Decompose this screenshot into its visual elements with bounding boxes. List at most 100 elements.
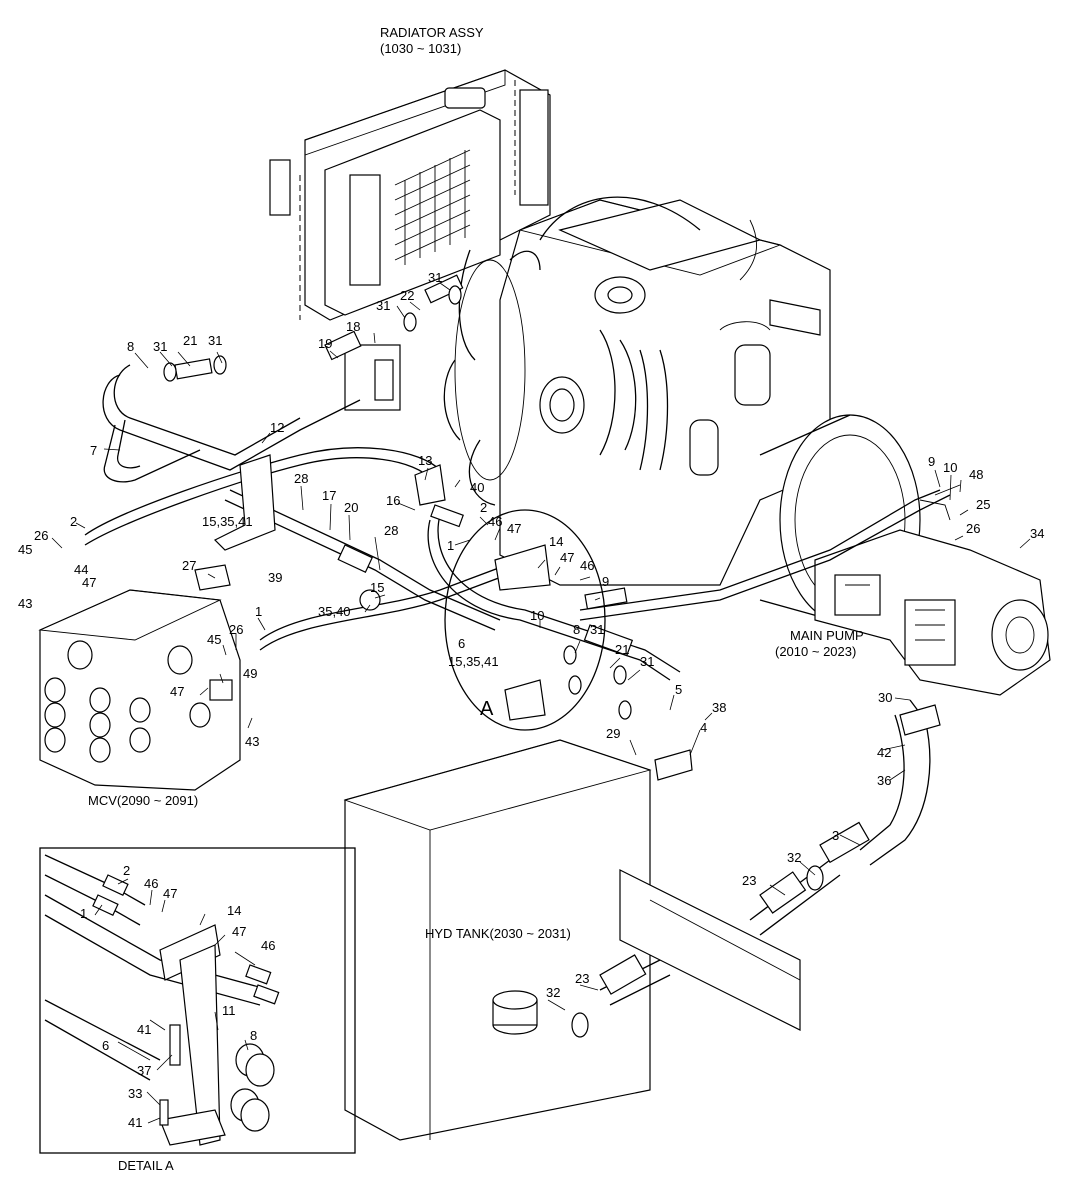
callout-31: 31 (208, 333, 222, 348)
callout-31: 31 (428, 270, 442, 285)
callout-17: 17 (322, 488, 336, 503)
main-pump-range: (2010 ~ 2023) (775, 644, 856, 659)
hydraulic-tank (343, 739, 801, 1141)
callout-36: 36 (877, 773, 891, 788)
callout-7: 7 (90, 443, 97, 458)
main-pump-title: MAIN PUMP (790, 628, 864, 643)
detail-callout-8: 8 (250, 1028, 257, 1043)
callout-1: 1 (447, 538, 454, 553)
callout-47: 47 (560, 550, 574, 565)
main-control-valve (38, 589, 241, 791)
callout-46: 46 (580, 558, 594, 573)
detail-callout-41: 41 (128, 1115, 142, 1130)
pipes-and-hoses (84, 274, 961, 1038)
main-pump (814, 529, 1051, 696)
callout-34: 34 (1030, 526, 1044, 541)
callout-49: 49 (243, 666, 257, 681)
detail-callout-46: 46 (144, 876, 158, 891)
callout-27: 27 (182, 558, 196, 573)
callout-47: 47 (170, 684, 184, 699)
detail-callout-47: 47 (232, 924, 246, 939)
detail-callout-14: 14 (227, 903, 241, 918)
captions: RADIATOR ASSY (1030 ~ 1031) MAIN PUMP (2… (88, 25, 864, 1173)
callout-15-35-41: 15,35,41 (202, 514, 253, 529)
callout-26: 26 (966, 521, 980, 536)
radiator-assembly (269, 69, 551, 411)
callout-43: 43 (18, 596, 32, 611)
detail-a-title: DETAIL A (118, 1158, 174, 1173)
callout-48: 48 (969, 467, 983, 482)
detail-a-inset (39, 847, 356, 1154)
callout-42: 42 (877, 745, 891, 760)
callout-8: 8 (127, 339, 134, 354)
callout-44: 44 (74, 562, 88, 577)
callout-15-35-41: 15,35,41 (448, 654, 499, 669)
callout-32: 32 (787, 850, 801, 865)
callout-38: 38 (712, 700, 726, 715)
callout-23: 23 (742, 873, 756, 888)
hyd-tank-caption: HYD TANK(2030 ~ 2031) (425, 926, 571, 941)
callout-21: 21 (183, 333, 197, 348)
callout-26: 26 (229, 622, 243, 637)
callout-3: 3 (832, 828, 839, 843)
callout-10: 10 (530, 608, 544, 623)
callout-31: 31 (640, 654, 654, 669)
callout-numbers: 8 31 21 31 19 18 31 22 31 7 12 13 40 16 … (18, 270, 1044, 1130)
callout-47: 47 (507, 521, 521, 536)
radiator-title: RADIATOR ASSY (380, 25, 484, 40)
callout-19: 19 (318, 336, 332, 351)
callout-39: 39 (268, 570, 282, 585)
callout-31: 31 (153, 339, 167, 354)
callout-12: 12 (270, 420, 284, 435)
callout-47: 47 (82, 575, 96, 590)
callout-2: 2 (70, 514, 77, 529)
detail-callout-47: 47 (163, 886, 177, 901)
callout-15: 15 (370, 580, 384, 595)
callout-10: 10 (943, 460, 957, 475)
callout-4: 4 (700, 720, 707, 735)
callout-18: 18 (346, 319, 360, 334)
callout-9: 9 (602, 574, 609, 589)
callout-29: 29 (606, 726, 620, 741)
callout-35-40: 35,40 (318, 604, 351, 619)
callout-40: 40 (470, 480, 484, 495)
detail-callout-1: 1 (80, 906, 87, 921)
callout-28: 28 (294, 471, 308, 486)
callout-14: 14 (549, 534, 563, 549)
callout-28: 28 (384, 523, 398, 538)
callout-9: 9 (928, 454, 935, 469)
detail-callout-2: 2 (123, 863, 130, 878)
callout-32: 32 (546, 985, 560, 1000)
mcv-caption: MCV(2090 ~ 2091) (88, 793, 198, 808)
detail-a-tag: A (480, 698, 494, 720)
leader-lines (51, 282, 1031, 1124)
callout-21: 21 (615, 642, 629, 657)
callout-22: 22 (400, 288, 414, 303)
callout-26: 26 (34, 528, 48, 543)
callout-5: 5 (675, 682, 682, 697)
callout-25: 25 (976, 497, 990, 512)
callout-31: 31 (376, 298, 390, 313)
detail-a-marker-circle (444, 509, 606, 731)
detail-callout-6: 6 (102, 1038, 109, 1053)
callout-30: 30 (878, 690, 892, 705)
callout-45: 45 (207, 632, 221, 647)
callout-6: 6 (458, 636, 465, 651)
callout-1: 1 (255, 604, 262, 619)
detail-callout-33: 33 (128, 1086, 142, 1101)
detail-callout-41: 41 (137, 1022, 151, 1037)
callout-20: 20 (344, 500, 358, 515)
callout-16: 16 (386, 493, 400, 508)
detail-callout-37: 37 (137, 1063, 151, 1078)
callout-13: 13 (418, 453, 432, 468)
engine (499, 196, 831, 586)
callout-46: 46 (488, 514, 502, 529)
callout-8: 8 (573, 622, 580, 637)
callout-43: 43 (245, 734, 259, 749)
callout-2: 2 (480, 500, 487, 515)
callout-23: 23 (575, 971, 589, 986)
cooling-fan (443, 249, 541, 506)
detail-callout-11: 11 (222, 1003, 236, 1018)
callout-31: 31 (590, 622, 604, 637)
